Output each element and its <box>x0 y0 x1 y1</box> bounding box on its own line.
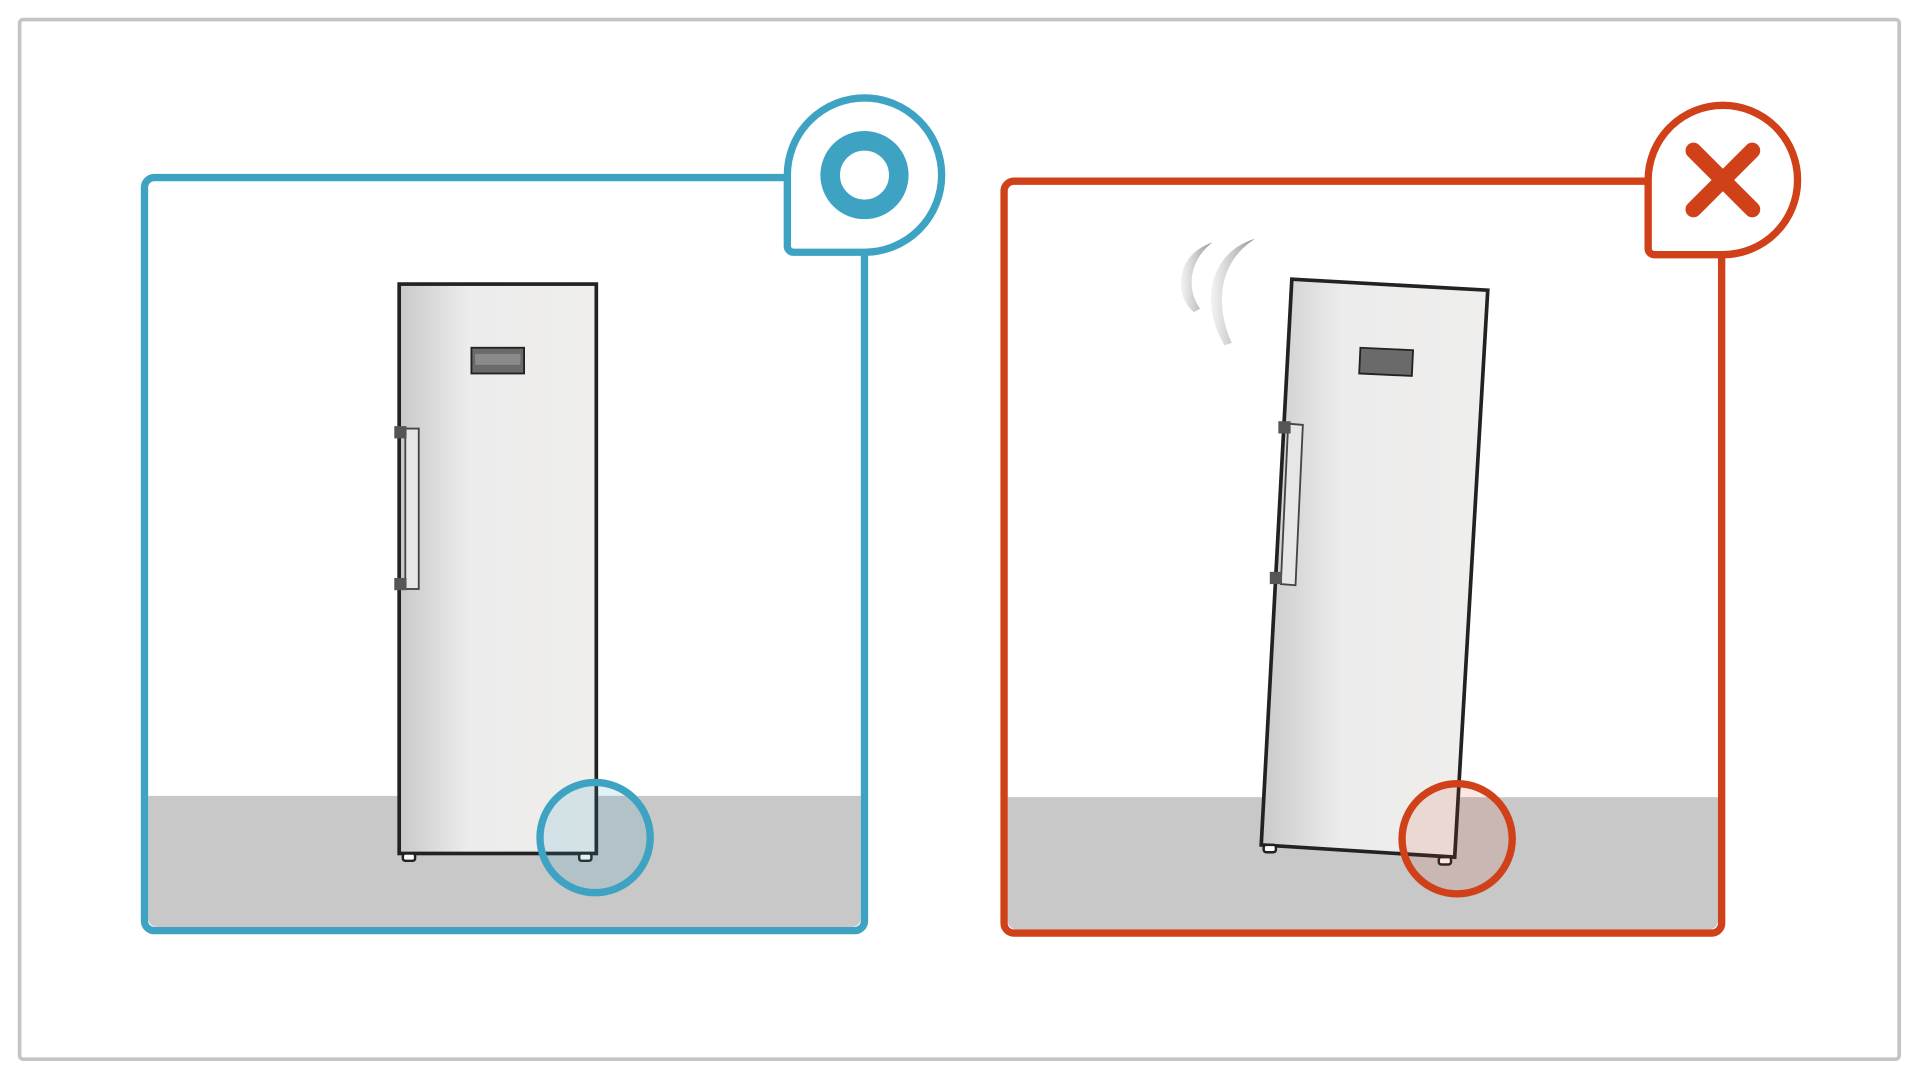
panel-border <box>1000 177 1726 937</box>
cross-icon <box>1644 101 1802 259</box>
foot <box>1262 843 1278 854</box>
magnifier-circle <box>1398 780 1516 898</box>
door-handle <box>404 427 420 590</box>
control-display <box>1358 346 1415 377</box>
magnifier-circle <box>536 778 654 897</box>
fridge-tilted <box>1259 277 1490 866</box>
foot <box>577 852 593 863</box>
foot <box>401 852 417 863</box>
motion-lines <box>1180 238 1256 346</box>
panel-incorrect <box>1000 101 1802 937</box>
floor <box>1007 797 1718 930</box>
panel-border <box>140 173 869 935</box>
circle-ok-icon <box>783 94 946 256</box>
door-handle <box>1279 422 1304 587</box>
fridge-level <box>394 282 599 863</box>
foot <box>1437 855 1453 866</box>
panel-correct <box>140 94 946 935</box>
floor <box>148 795 861 927</box>
